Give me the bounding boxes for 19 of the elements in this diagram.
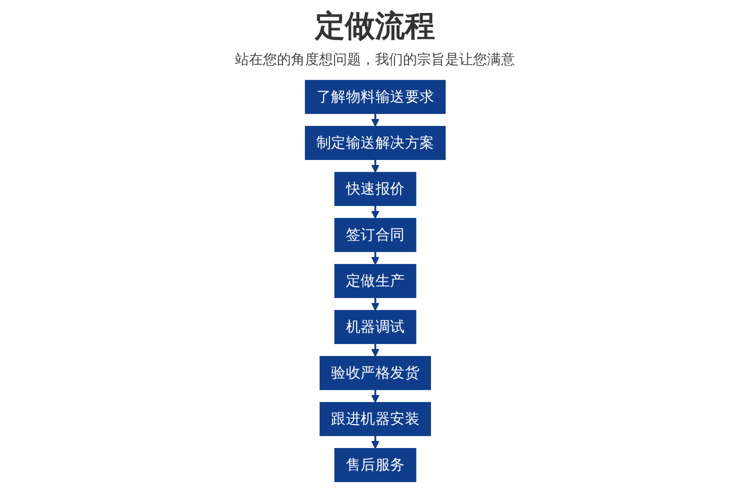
node-box: 售后服务 [334, 448, 416, 482]
node-box: 签订合同 [334, 218, 416, 252]
node-box: 了解物料输送要求 [304, 80, 446, 114]
arrow [370, 114, 380, 127]
arrow [370, 160, 380, 173]
node-box: 机器调试 [334, 310, 416, 344]
node-box: 定做生产 [334, 264, 416, 298]
arrow [370, 206, 380, 219]
arrow [370, 436, 380, 449]
arrow [370, 390, 380, 403]
node-box: 验收严格发货 [319, 356, 431, 390]
arrow [370, 344, 380, 357]
arrow [370, 298, 380, 311]
node-box: 快速报价 [334, 172, 416, 206]
subtitle: 站在您的角度想问题，我们的宗旨是让您满意 [235, 51, 515, 69]
node-box: 制定输送解决方案 [304, 126, 446, 160]
arrow [370, 252, 380, 265]
title: 定做流程 [315, 8, 435, 46]
node-box: 跟进机器安装 [319, 402, 431, 436]
